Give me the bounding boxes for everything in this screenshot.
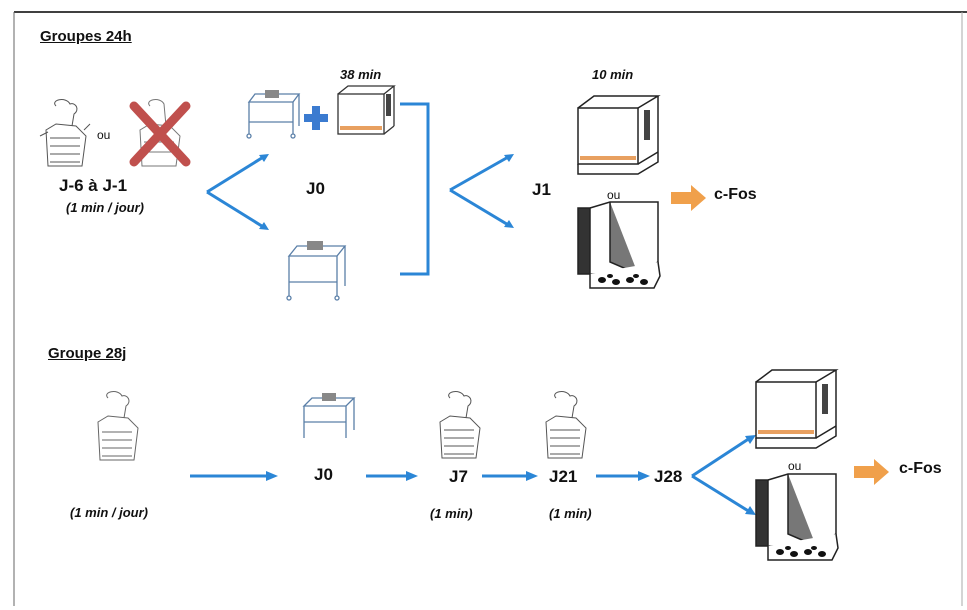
habituation-sub: (1 min / jour) <box>66 200 144 215</box>
branch-arrows-j28 <box>691 435 756 515</box>
section-24h-title: Groupes 24h <box>40 28 132 45</box>
j1-label: J1 <box>532 180 551 199</box>
crossed-handling-icon <box>129 99 191 167</box>
j28-or-label: ou <box>788 459 802 473</box>
merge-bracket <box>400 102 430 276</box>
cart-icon-top <box>246 90 301 139</box>
arrow-to-j21 <box>482 471 538 481</box>
habituation-sub-28j: (1 min / jour) <box>70 505 148 520</box>
j7-sub: (1 min) <box>430 506 473 521</box>
j0-label-28j: J0 <box>314 465 333 484</box>
branch-arrows-j1 <box>449 154 514 228</box>
handling-icon-j7 <box>439 391 481 459</box>
j1-duration: 10 min <box>592 67 634 82</box>
cfos-label-24h: c-Fos <box>714 186 757 203</box>
orange-arrow-28j <box>854 459 889 485</box>
or-label-1: ou <box>97 128 111 142</box>
handling-icon-28j <box>97 391 139 461</box>
plus-icon <box>304 106 328 130</box>
j0-duration: 38 min <box>340 67 382 82</box>
cart-icon-bottom <box>286 241 347 301</box>
j7-label: J7 <box>449 467 468 486</box>
cfos-label-28j: c-Fos <box>899 460 942 477</box>
j28-label: J28 <box>654 467 683 486</box>
j21-label: J21 <box>549 467 578 486</box>
cart-icon-28j <box>302 393 356 438</box>
novel-context-icon <box>577 201 661 289</box>
j0-label-24h: J0 <box>306 179 325 198</box>
j1-or-label: ou <box>607 188 621 202</box>
conditioning-chamber-icon <box>577 95 661 175</box>
j21-sub: (1 min) <box>549 506 592 521</box>
section-28j-title: Groupe 28j <box>48 345 127 362</box>
handling-icon-j21 <box>545 391 587 459</box>
orange-arrow-24h <box>671 185 706 211</box>
habituation-label: J-6 à J-1 <box>59 176 128 195</box>
branch-arrows-j0 <box>206 154 269 230</box>
novel-context-icon-28j <box>755 473 839 561</box>
arrow-to-j0-28j <box>190 471 278 481</box>
conditioning-chamber-icon-28j <box>755 369 839 449</box>
chamber-icon-small <box>337 85 396 135</box>
arrow-to-j28 <box>596 471 650 481</box>
handling-icon <box>39 99 91 167</box>
arrow-to-j7 <box>366 471 418 481</box>
